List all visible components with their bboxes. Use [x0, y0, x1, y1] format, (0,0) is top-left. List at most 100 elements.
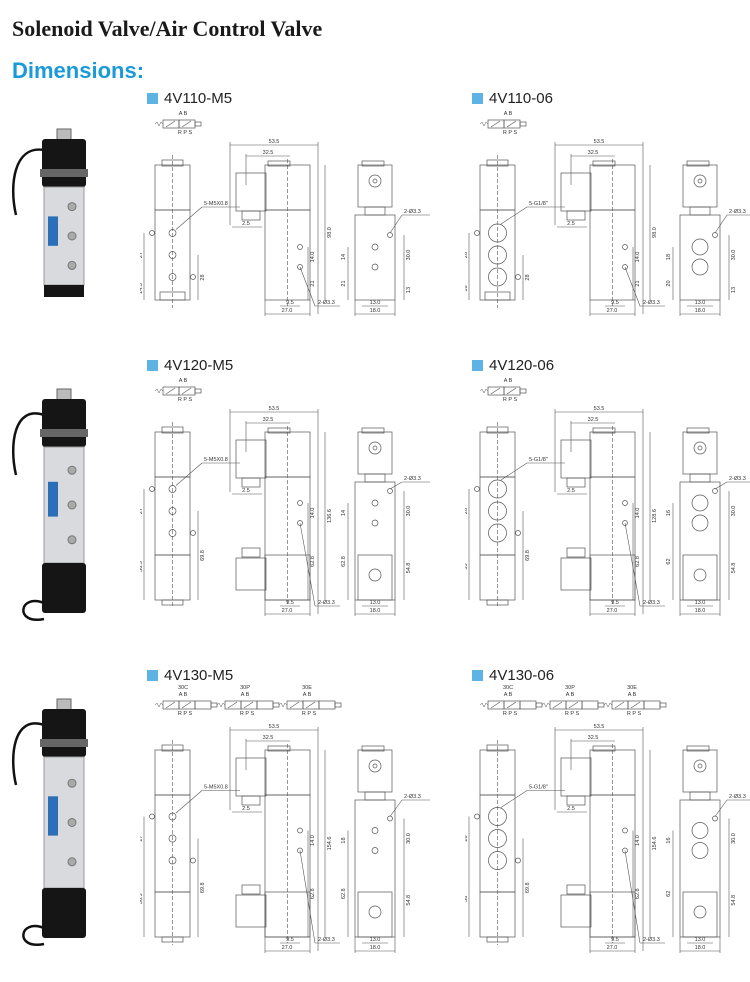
solenoid-coil [42, 139, 86, 187]
product-photo-4v120 [11, 388, 88, 621]
connector-head [682, 164, 718, 208]
mount-hole [190, 530, 196, 536]
spring-symbol [278, 702, 288, 708]
connector-screw [368, 441, 382, 455]
dimension-label: R P S [240, 711, 255, 717]
bullet-square-icon [147, 93, 158, 104]
connector [560, 172, 592, 212]
brand-label [48, 481, 58, 517]
dimension-label: 2.5 [242, 221, 250, 227]
mount-hole [622, 520, 628, 526]
dimension-label: 30C [503, 685, 513, 691]
bullet-square-icon [472, 360, 483, 371]
dimension-label: 14.0 [635, 835, 641, 846]
valve-symbol-box [256, 700, 274, 710]
coil-nut [689, 791, 711, 801]
port-circle [371, 847, 379, 854]
coil-nut [592, 745, 616, 752]
product-photo-4v110 [11, 128, 88, 297]
valve-symbol-box [581, 700, 599, 710]
solenoid-coil [42, 888, 86, 938]
dimension-label: 2-Ø3.3 [318, 600, 335, 606]
dimension-label: A B [179, 692, 188, 698]
dimension-label: 14.0 [635, 252, 641, 263]
dimension-label: A B [179, 111, 188, 117]
drawing-line [181, 701, 192, 709]
port-circle [488, 223, 507, 243]
dimension-label: 21 [341, 280, 347, 286]
port-circle [488, 851, 507, 870]
dimension-label: 27.0 [282, 308, 293, 314]
spring-symbol [479, 702, 489, 708]
dimension-label: 30E [302, 685, 312, 691]
drawing-line [614, 701, 625, 709]
dimension-label: 28 [525, 274, 531, 280]
dimension-label: 9.5 [286, 300, 294, 306]
port-circle [168, 507, 177, 515]
dimension-label: 69.8 [200, 550, 206, 561]
end-cap [44, 285, 84, 297]
solenoid-symbol [597, 702, 605, 708]
dimension-label: 30C [178, 685, 188, 691]
dimension-label: 13.0 [695, 300, 706, 306]
valve-body [354, 214, 396, 301]
connector-screw [693, 174, 707, 188]
dimension-label: 13.0 [695, 937, 706, 943]
dimension-label: 30.0 [406, 833, 412, 844]
connector-screw [693, 759, 707, 773]
coil-nut [592, 427, 616, 434]
dimension-label: 28 [200, 274, 206, 280]
mount-hole [622, 500, 628, 506]
coil-band [40, 739, 88, 747]
coil-nut [267, 745, 291, 752]
port-circle [691, 494, 709, 512]
port-circle [691, 842, 709, 859]
connector-nut [566, 795, 586, 806]
dimension-label: 14.0 [310, 508, 316, 519]
mount-hole [149, 230, 155, 236]
connector-head [682, 891, 718, 938]
dimension-label: 5-M5X0.8 [204, 785, 228, 791]
solenoid-symbol [210, 702, 218, 708]
dimension-label: A B [566, 692, 575, 698]
dimension-label: 30P [565, 685, 575, 691]
port [67, 857, 77, 867]
connector [235, 439, 267, 479]
mount-hole [297, 847, 303, 854]
connector-head [357, 431, 393, 475]
coil-nut [361, 160, 385, 167]
dimension-label: 53.5 [594, 406, 605, 412]
bullet-square-icon [472, 670, 483, 681]
dimension-label: 69.8 [525, 550, 531, 561]
dimension-label: 58 [465, 896, 469, 902]
dimension-label: R P S [302, 711, 317, 717]
dimension-label: 32.5 [263, 735, 274, 741]
connector-screw [368, 905, 382, 919]
dimension-label: 32.5 [263, 150, 274, 156]
dimension-label: 5-G1/8" [529, 457, 548, 463]
model-title: 4V130-06 [489, 667, 555, 684]
mount-hole [387, 815, 393, 822]
dimension-label: 18.0 [695, 308, 706, 314]
cable [11, 722, 45, 786]
coil-nut [486, 426, 509, 434]
spring-symbol [154, 388, 164, 394]
port-circle [488, 807, 507, 826]
connector-head [357, 891, 393, 938]
dimension-label: 2-Ø3.3 [404, 794, 421, 800]
coil-nut [361, 427, 385, 434]
valve-symbol-box [318, 700, 336, 710]
dimension-label: 54.8 [406, 895, 412, 906]
mount-hole [387, 488, 393, 494]
coil-nut [161, 426, 184, 434]
connector-screw [372, 178, 378, 184]
mount-hole [515, 857, 521, 864]
dimension-label: 2-Ø3.3 [318, 300, 335, 306]
dimension-label: R P S [503, 711, 518, 717]
cable [11, 412, 45, 476]
connector [235, 557, 267, 591]
coil-nut [686, 427, 710, 434]
drawing-line [630, 701, 641, 709]
dimension-label: 2.5 [242, 806, 250, 812]
